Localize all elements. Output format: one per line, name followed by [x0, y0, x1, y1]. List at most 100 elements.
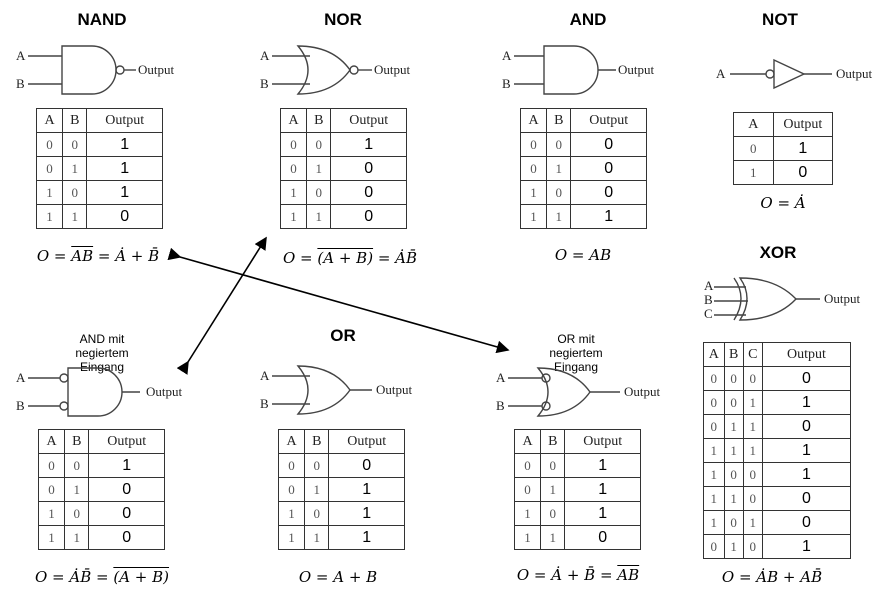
- input-cell: 1: [304, 477, 330, 502]
- and-gate-symbol: A B Output: [502, 45, 655, 95]
- input-cell: 1: [306, 204, 332, 229]
- output-cell: 0: [86, 204, 163, 229]
- output-cell: 0: [564, 525, 641, 550]
- nand-formula: O = AB = Ȧ + B̄: [36, 247, 160, 265]
- input-cell: 1: [306, 156, 332, 181]
- column-header: B: [546, 108, 572, 133]
- nor-gate-symbol: A B Output: [260, 45, 411, 95]
- and-negated-input-formula: O = ȦB̄ = (A + B): [34, 568, 170, 586]
- input-label: B: [496, 398, 505, 413]
- arrow-nor-to-and-negated: [176, 236, 267, 375]
- nor-title: NOR: [324, 10, 362, 29]
- output-cell: 0: [330, 204, 407, 229]
- output-cell: 0: [570, 132, 647, 157]
- output-cell: 1: [328, 501, 405, 526]
- and-negated-input-title: AND mit negiertem Eingang: [75, 332, 129, 374]
- column-header: Output: [86, 108, 163, 133]
- input-label: A: [496, 370, 506, 385]
- input-cell: 0: [540, 501, 566, 526]
- not-gate-symbol: A Output: [716, 58, 873, 90]
- output-cell: 1: [772, 136, 834, 161]
- input-label: B: [502, 76, 511, 91]
- input-cell: 1: [733, 160, 774, 185]
- input-label: C: [704, 306, 713, 321]
- input-cell: 0: [742, 534, 763, 559]
- output-cell: 0: [330, 180, 407, 205]
- input-cell: 1: [35, 204, 64, 229]
- nand-gate-symbol: A B Output: [16, 45, 175, 95]
- xor-formula: O = ȦB + AB̄: [721, 568, 823, 586]
- output-cell: 0: [88, 477, 165, 502]
- input-cell: 1: [546, 156, 572, 181]
- input-cell: 0: [733, 136, 774, 161]
- output-label: Output: [374, 62, 411, 77]
- input-cell: 0: [37, 477, 66, 502]
- input-cell: 0: [306, 180, 332, 205]
- input-cell: 1: [519, 180, 548, 205]
- column-header: Output: [564, 429, 641, 454]
- output-cell: 1: [328, 525, 405, 550]
- input-cell: 1: [62, 204, 88, 229]
- input-cell: 1: [304, 525, 330, 550]
- input-label: B: [260, 76, 269, 91]
- output-label: Output: [146, 384, 183, 399]
- input-label: A: [16, 48, 26, 63]
- input-cell: 0: [519, 132, 548, 157]
- column-header: Output: [570, 108, 647, 133]
- output-label: Output: [824, 291, 861, 306]
- and-title: AND: [569, 10, 607, 29]
- or-negated-input-title: OR mit negiertem Eingang: [549, 332, 603, 374]
- xor-gate-symbol: A B C Output: [704, 277, 861, 321]
- or-negated-input-gate-symbol: A B Output: [496, 367, 661, 417]
- input-cell: 0: [64, 501, 90, 526]
- input-cell: 1: [64, 525, 90, 550]
- xor-title: XOR: [759, 243, 797, 262]
- output-cell: 0: [330, 156, 407, 181]
- output-cell: 1: [570, 204, 647, 229]
- input-label: B: [16, 398, 25, 413]
- input-cell: 1: [546, 204, 572, 229]
- input-label: A: [16, 370, 26, 385]
- input-label: B: [260, 396, 269, 411]
- input-cell: 1: [279, 204, 308, 229]
- or-formula: O = A + B: [298, 568, 378, 586]
- output-cell: 0: [772, 160, 834, 185]
- not-formula: O = Ȧ: [760, 194, 806, 212]
- input-cell: 0: [35, 132, 64, 157]
- input-label: A: [260, 48, 270, 63]
- output-cell: 0: [761, 486, 852, 511]
- output-cell: 1: [761, 534, 852, 559]
- input-cell: 0: [277, 477, 306, 502]
- column-header: Output: [328, 429, 405, 454]
- output-label: Output: [624, 384, 661, 399]
- column-header: Output: [88, 429, 165, 454]
